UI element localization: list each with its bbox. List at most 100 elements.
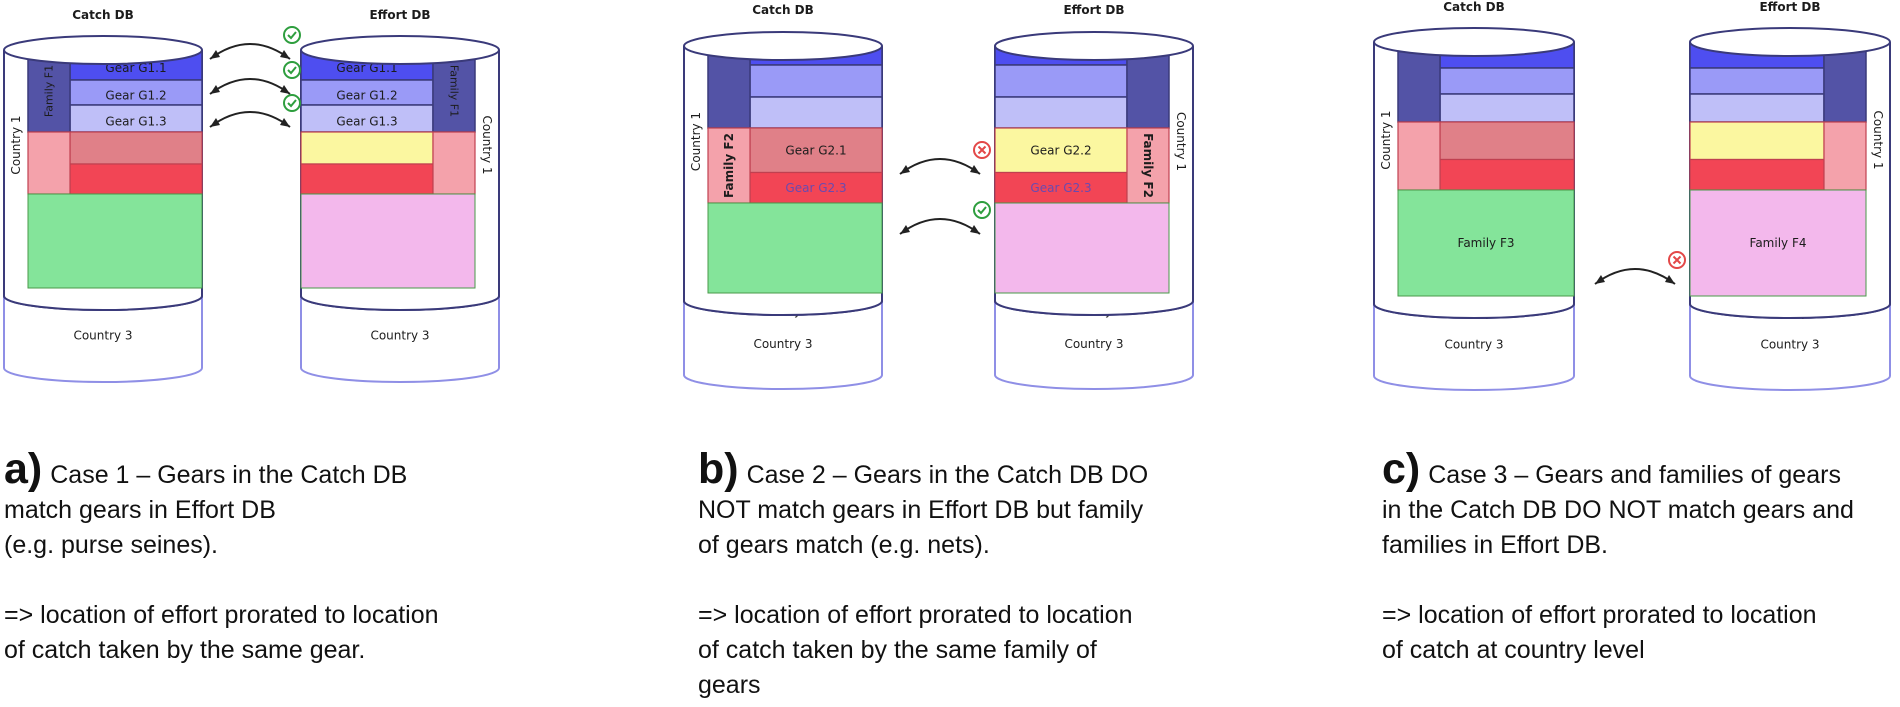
caption-text: match gears in Effort DB — [4, 496, 276, 524]
caption-text: Case 2 – Gears in the Catch DB DO — [746, 461, 1149, 489]
caption-result-line: => location of effort prorated to locati… — [698, 601, 1133, 629]
caption-result-line: gears — [698, 671, 761, 699]
gear-label: Gear G2.3 — [1030, 181, 1091, 195]
lower-cylinder-body — [1689, 304, 1891, 391]
match-link — [209, 94, 301, 128]
check-mark — [287, 99, 297, 108]
family-band-mid — [1126, 127, 1170, 204]
country1-label: Country 1 — [9, 115, 23, 174]
family-label-bottom: Family F3 — [1458, 236, 1515, 250]
caption-text: (e.g. purse seines). — [4, 531, 218, 559]
gear-band-top — [994, 96, 1128, 129]
check-mark — [287, 31, 297, 40]
cross-mark — [977, 145, 987, 155]
caption-letter: c) — [1382, 445, 1421, 493]
family-band-top — [432, 49, 476, 133]
gear-band-top — [1439, 67, 1575, 95]
lower-cylinder-body — [3, 296, 203, 383]
arrow-head-right — [280, 50, 290, 59]
gear-band-mid — [69, 163, 203, 195]
gear-band-top — [1689, 67, 1825, 95]
match-link — [899, 201, 991, 235]
catch-db-title: Catch DB — [752, 3, 814, 17]
caption-spacer — [4, 563, 439, 598]
check-icon — [973, 201, 991, 219]
family-band-bottom — [707, 202, 883, 294]
gear-band-top — [749, 64, 883, 98]
lower-cylinder-body — [300, 296, 500, 383]
mismatch-link — [1594, 251, 1686, 285]
arrow-head-right — [280, 85, 290, 94]
gear-label: Gear G1.3 — [336, 115, 397, 129]
family-label-bottom: Family F4 — [1750, 236, 1807, 250]
cylinder-top — [3, 35, 203, 65]
caption-line: of gears match (e.g. nets). — [698, 528, 1148, 563]
caption-line: a)Case 1 – Gears in the Catch DB — [4, 448, 439, 493]
caption-result-line: => location of effort prorated to locati… — [4, 601, 439, 629]
family-band-bottom — [27, 193, 203, 289]
arrow-head-right — [970, 225, 980, 234]
country1-label: Country 1 — [1174, 112, 1188, 171]
cylinder-top — [1689, 27, 1891, 57]
family-band-mid — [27, 131, 71, 195]
country1-label: Country 1 — [1379, 110, 1393, 169]
cylinder-top — [994, 31, 1194, 61]
check-mark — [287, 66, 297, 75]
cylinder-top — [300, 35, 500, 65]
gear-band-mid — [994, 127, 1128, 174]
link-arc — [899, 218, 981, 235]
gear-band-top — [749, 96, 883, 129]
family-band-bottom — [994, 202, 1170, 294]
caption-a: a)Case 1 – Gears in the Catch DB match ge… — [4, 448, 439, 668]
caption-spacer — [1382, 563, 1854, 598]
caption-line: families in Effort DB. — [1382, 528, 1854, 563]
catch-db-title: Catch DB — [72, 8, 134, 22]
lower-cylinder-body — [1373, 304, 1575, 391]
caption-line: (e.g. purse seines). — [4, 528, 439, 563]
gear-label: Gear G1.2 — [336, 89, 397, 103]
cylinder-top — [683, 31, 883, 61]
check-icon — [283, 26, 301, 44]
arrow-head-left — [210, 85, 220, 94]
country3-label: Country 3 — [753, 337, 812, 351]
country3-label: Country 3 — [370, 329, 429, 343]
effort-db-title: Effort DB — [1759, 0, 1820, 14]
country3-label: Country 3 — [1444, 338, 1503, 352]
arrow-head-right — [1665, 275, 1675, 284]
caption-text: of gears match (e.g. nets). — [698, 531, 990, 559]
gear-band-top — [69, 79, 203, 106]
family-band-mid — [1823, 121, 1867, 191]
check-mark — [977, 206, 987, 215]
mismatch-link — [899, 141, 991, 175]
family-label-top: Family F1 — [448, 65, 461, 117]
arrow-head-right — [970, 165, 980, 174]
link-arc — [899, 158, 981, 175]
arrow-head-left — [900, 165, 910, 174]
arrow-head-right — [280, 118, 290, 127]
gear-band-top — [994, 64, 1128, 98]
country3-label: Country 3 — [1064, 337, 1123, 351]
gear-label: Gear G2.3 — [785, 181, 846, 195]
family-band-bottom — [1689, 189, 1867, 297]
gear-band-top — [69, 104, 203, 133]
check-icon — [283, 94, 301, 112]
family-label-mid: Family F2 — [1141, 133, 1155, 198]
check-icon — [283, 61, 301, 79]
family-label-mid: Family F2 — [722, 133, 736, 198]
gear-label: Gear G2.1 — [785, 143, 846, 157]
arrow-head-left — [210, 118, 220, 127]
caption-text: families in Effort DB. — [1382, 531, 1609, 559]
link-arc — [209, 111, 291, 128]
caption-result-line: of catch at country level — [1382, 636, 1645, 664]
caption-text: NOT match gears in Effort DB but family — [698, 496, 1144, 524]
country1-label: Country 1 — [480, 115, 494, 174]
caption-line: NOT match gears in Effort DB but family — [698, 493, 1148, 528]
